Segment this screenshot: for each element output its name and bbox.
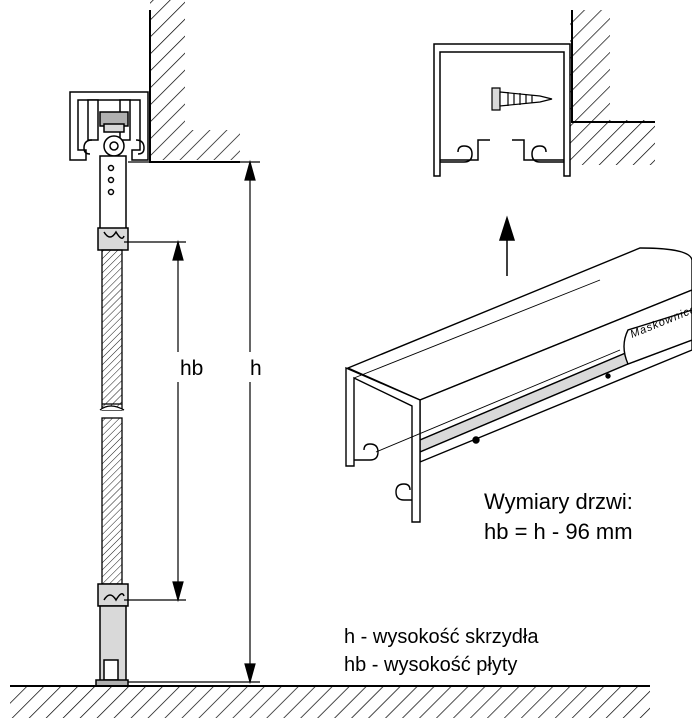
arrow-up-icon	[498, 215, 516, 276]
dimension-h-label: h	[250, 357, 262, 380]
cover-profile-section	[433, 43, 571, 177]
lower-door-fitting	[95, 583, 129, 687]
cover-profile-3d	[345, 247, 692, 523]
dimension-hb-label: hb	[180, 357, 203, 380]
upper-door-fitting	[97, 155, 129, 251]
dimension-h-label-bg	[244, 352, 268, 382]
dimensions-title: Wymiary drzwi:	[484, 489, 633, 514]
top-track-profile	[69, 91, 149, 161]
ceiling-wall	[149, 0, 240, 163]
door-panel	[99, 249, 125, 585]
legend-hb: hb - wysokość płyty	[344, 654, 517, 676]
dimension-hb-label-bg	[172, 352, 212, 382]
dimension-hb	[124, 239, 186, 603]
screw-icon	[491, 87, 553, 111]
floor	[10, 685, 650, 718]
dimensions-formula: hb = h - 96 mm	[484, 519, 633, 544]
dimension-h	[128, 159, 260, 685]
legend-h: h - wysokość skrzydła	[344, 626, 539, 648]
wall-corner-right	[570, 10, 655, 165]
